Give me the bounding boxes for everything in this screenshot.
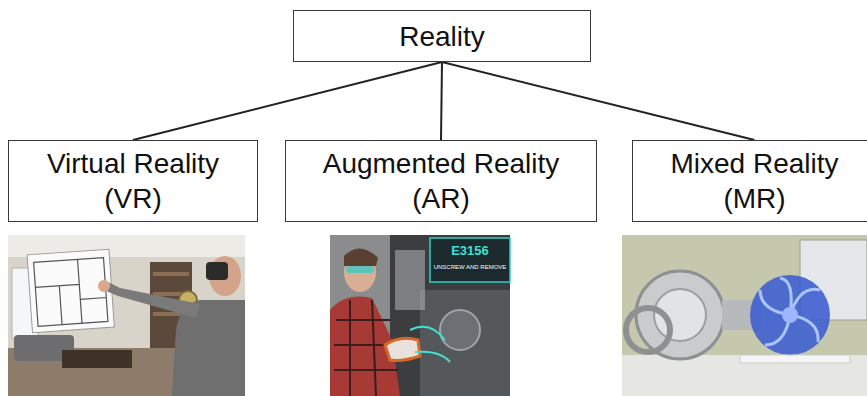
tree-connector [133,62,442,140]
tree-connector [442,62,755,140]
shelf [153,272,189,276]
node-label: Mixed Reality (MR) [652,146,857,216]
category-box: Virtual Reality (VR) [8,140,258,222]
instruction-panel [430,238,510,282]
hologram-figure [395,250,425,310]
vr-photo [8,235,245,396]
category-box: Mixed Reality (MR) [632,140,867,222]
blueprint-sheet [27,249,114,333]
node-label: Virtual Reality (VR) [26,146,241,216]
person-body [172,300,245,396]
blueprint-walls [34,258,108,327]
worker-hair [344,248,378,266]
work-glove [385,338,420,360]
workshop-background [330,235,510,396]
person-hand [98,280,110,292]
category-box: Augmented Reality (AR) [285,140,597,222]
tree-connector [441,62,442,140]
vr-headset [206,262,228,280]
floating-blueprint [27,249,114,333]
mr-photo [622,235,867,396]
table [622,355,867,396]
instruction-text: UNSCREW AND REMOVE [430,264,510,270]
stand [740,355,850,363]
turbine-flange [626,308,670,352]
machine-part [440,310,480,350]
safety-goggles [346,266,374,273]
node-label: Reality [399,19,485,54]
impeller-hub [782,307,798,323]
hologram-lines [410,327,450,362]
machinery [420,290,510,396]
coffee-table [62,350,132,368]
impeller-hologram [750,275,830,355]
turbine-housing [636,271,724,359]
node-label: Augmented Reality (AR) [314,146,569,216]
root-box: Reality [293,10,591,62]
room-wall [622,235,867,396]
person-arm [104,282,200,318]
step-code: E3156 [430,243,510,258]
room-wall [8,235,245,396]
ar-photo [330,235,510,396]
impeller-blades [760,278,820,345]
